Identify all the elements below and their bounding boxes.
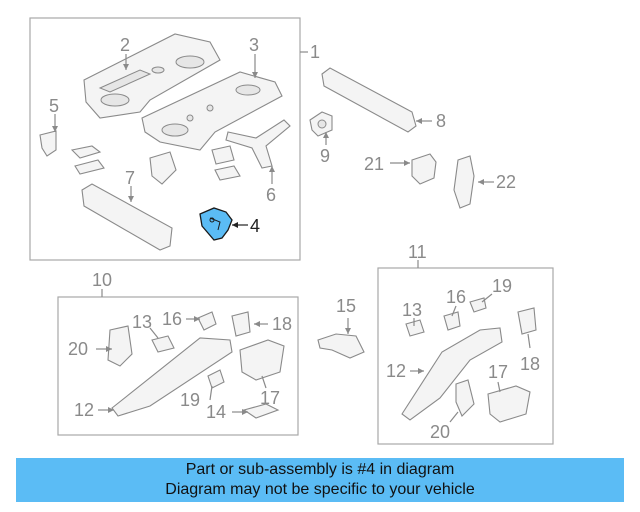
callout-r20: 20 — [430, 422, 450, 442]
callout-r18: 18 — [520, 354, 540, 374]
callout-r17: 17 — [488, 362, 508, 382]
callout-4: 4 — [250, 216, 260, 236]
callout-l13: 13 — [132, 312, 152, 332]
group-box-10 — [57, 296, 299, 436]
callout-2: 2 — [120, 35, 130, 55]
r-box-17 — [487, 385, 531, 423]
beam-8 — [321, 67, 417, 133]
l-bracket-14 — [242, 403, 280, 419]
r-bracket-18 — [517, 307, 537, 335]
l-box-17 — [239, 339, 285, 381]
group-box-1 — [29, 17, 301, 261]
bracket-15 — [317, 333, 365, 359]
callout-l19: 19 — [180, 390, 200, 410]
pillar-22 — [453, 155, 475, 209]
banner-line-2: Diagram may not be specific to your vehi… — [165, 481, 475, 498]
l-bracket-13 — [151, 335, 175, 353]
callout-r13: 13 — [402, 300, 422, 320]
callout-l18: 18 — [272, 314, 292, 334]
callout-l12: 12 — [74, 400, 94, 420]
callout-7: 7 — [125, 168, 135, 188]
callout-l14: 14 — [206, 402, 226, 422]
callout-l16: 16 — [162, 309, 182, 329]
l-bracket-18 — [231, 311, 251, 337]
callout-5: 5 — [49, 96, 59, 116]
r-bracket-13 — [405, 319, 425, 337]
bracket-21 — [411, 153, 437, 185]
part-4-highlighted — [199, 207, 233, 241]
bracket-e — [214, 165, 241, 181]
callout-r16: 16 — [446, 287, 466, 307]
callout-l17: 17 — [260, 388, 280, 408]
group-box-11 — [377, 267, 554, 445]
l-bracket-20 — [107, 325, 133, 367]
callout-10: 10 — [92, 270, 112, 290]
callout-r19: 19 — [492, 276, 512, 296]
callout-3: 3 — [249, 35, 259, 55]
callout-6: 6 — [266, 185, 276, 205]
l-rail-12 — [111, 337, 233, 417]
r-rail-12 — [401, 327, 503, 421]
parts-diagram: 1 2 3 4 5 6 7 8 9 10 11 20 13 16 18 12 1… — [29, 17, 554, 445]
bracket-5 — [39, 130, 57, 157]
r-bracket-20 — [455, 379, 475, 417]
callout-11: 11 — [408, 242, 427, 262]
callout-1: 1 — [310, 42, 320, 62]
callout-22: 22 — [496, 172, 516, 192]
callout-15: 15 — [336, 296, 356, 316]
bracket-c — [149, 151, 177, 185]
callout-r12: 12 — [386, 361, 406, 381]
floor-pan-rear — [141, 71, 283, 151]
bracket-a — [70, 145, 102, 159]
info-banner: Part or sub-assembly is #4 in diagram Di… — [16, 458, 624, 502]
l-bracket-19 — [207, 369, 225, 389]
cross-brace-6 — [225, 119, 291, 169]
floor-pan-front — [83, 33, 221, 119]
bracket-d — [211, 145, 235, 165]
callout-l20: 20 — [68, 339, 88, 359]
bracket-b — [74, 159, 105, 175]
banner-line-1: Part or sub-assembly is #4 in diagram — [185, 461, 455, 478]
callout-9: 9 — [320, 146, 330, 166]
l-bracket-16 — [197, 311, 217, 331]
callout-8: 8 — [436, 111, 446, 131]
rail-7 — [81, 183, 173, 251]
callout-21: 21 — [364, 154, 384, 174]
